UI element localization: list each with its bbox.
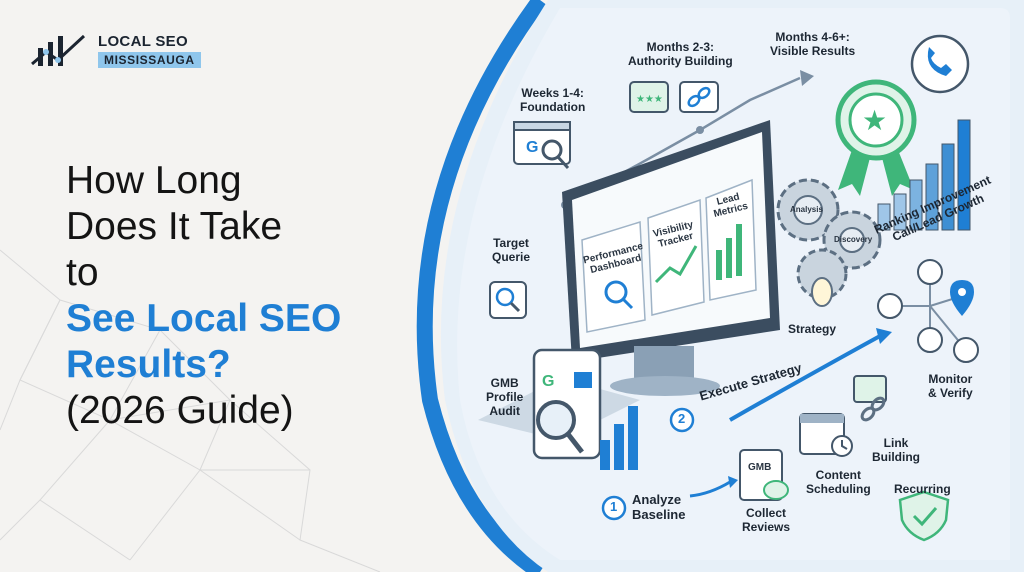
calendar-clock-icon (799, 413, 853, 457)
logo-title: LOCAL SEO (98, 32, 188, 50)
step-two-number: 2 (678, 411, 686, 426)
step-two-circle (669, 407, 695, 433)
timeline-months-2-3-label: Months 2-3:Authority Building (628, 40, 733, 68)
headline-line-3: to (66, 251, 99, 294)
execute-arrow (729, 328, 892, 422)
logo-chart-icon (31, 34, 86, 66)
svg-text:★: ★ (862, 104, 887, 137)
strategy-label: Strategy (788, 322, 837, 336)
headline-line-1: How Long (66, 159, 242, 202)
recurring-label: Recurring (894, 482, 951, 496)
headline-line-5: Results? (66, 343, 231, 386)
timeline-months-4-6-label: Months 4-6+:Visible Results (770, 30, 856, 58)
recurring-shield-icon (898, 490, 950, 542)
strategy-gears-icon (776, 178, 882, 307)
svg-text:G: G (542, 373, 554, 390)
target-query-icon (489, 281, 527, 319)
svg-text:G: G (526, 139, 538, 156)
page-headline: How Long Does It Take to See Local SEO R… (66, 158, 341, 434)
phone-call-icon (910, 34, 970, 94)
search-browser-icon: G (513, 121, 571, 170)
brand-logo: LOCAL SEO MISSISSAUGA (28, 30, 201, 70)
gmb-card-label: GMB (748, 462, 772, 473)
growth-bar-chart (877, 119, 971, 231)
step-one-circle (601, 495, 627, 521)
discovery-gear-label: Discovery (834, 235, 873, 244)
monitor-network-diagram (877, 259, 979, 363)
computer-monitor (562, 120, 780, 396)
link-chain-icon (679, 81, 719, 113)
link-building-icon (853, 375, 887, 422)
headline-line-2: Does It Take (66, 205, 283, 248)
step-one-number: 1 (610, 499, 618, 514)
award-ribbon-icon: ★ (835, 79, 917, 196)
headline-line-6: (2026 Guide) (66, 389, 294, 432)
headline-line-4: See Local SEO (66, 297, 342, 340)
timeline-weeks-label: Weeks 1-4:Foundation (520, 86, 586, 114)
logo-subtitle: MISSISSAUGA (98, 51, 201, 68)
analysis-gear-label: Analysis (790, 205, 823, 214)
gmb-review-card-icon (739, 449, 789, 501)
monitor-verify-label: Monitor& Verify (928, 372, 973, 400)
analyze-arrow (689, 476, 738, 498)
review-stars-icon: ★★★ (629, 81, 669, 113)
gmb-phone-audit: G (478, 348, 640, 470)
svg-text:★★★: ★★★ (636, 94, 663, 105)
